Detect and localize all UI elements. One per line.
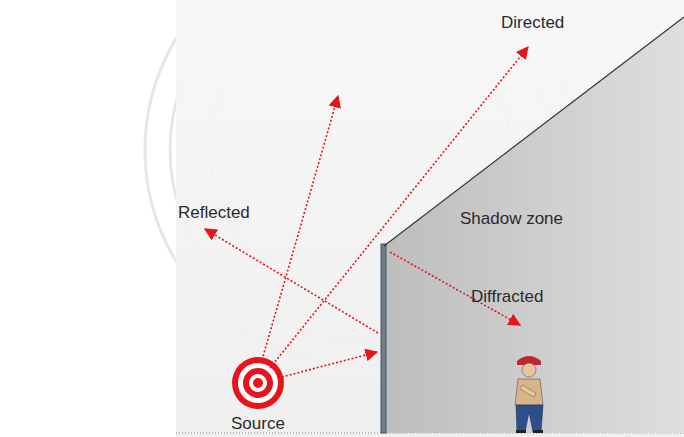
sound-rays bbox=[205, 47, 528, 378]
ray-label: Diffracted bbox=[471, 287, 543, 307]
target-ring bbox=[253, 378, 263, 388]
barrier-wall bbox=[381, 244, 386, 433]
target-ring bbox=[238, 363, 278, 403]
shadow-polygon bbox=[385, 17, 684, 433]
sound-ray bbox=[270, 47, 528, 368]
shadow-zone: Shadow zone bbox=[385, 17, 684, 433]
source-label: Source bbox=[231, 414, 285, 434]
target-ring bbox=[249, 374, 267, 392]
sound-ray bbox=[278, 352, 377, 378]
sound-ray bbox=[262, 96, 338, 360]
target-ring bbox=[243, 368, 273, 398]
sound-source: Source bbox=[226, 354, 290, 436]
ray-label: Reflected bbox=[178, 203, 250, 223]
listener-figure bbox=[515, 356, 543, 433]
background-panel bbox=[176, 0, 684, 437]
zone-label: Shadow zone bbox=[460, 209, 563, 229]
directed-line bbox=[384, 17, 684, 246]
sound-ray bbox=[205, 229, 378, 333]
target-ring bbox=[232, 357, 284, 409]
ray-label: Directed bbox=[501, 13, 564, 33]
